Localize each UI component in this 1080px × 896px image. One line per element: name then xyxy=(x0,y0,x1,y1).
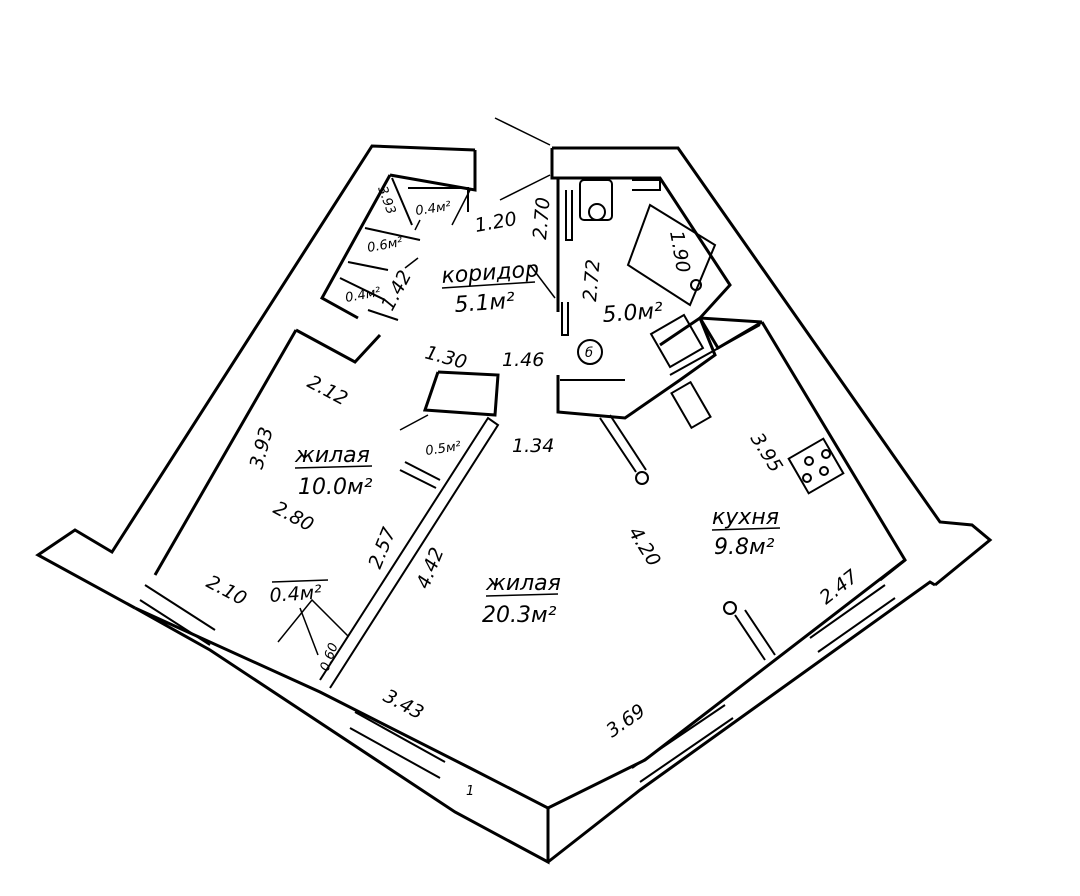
dim-3-95: 3.95 xyxy=(746,429,787,477)
dim-1-90: 1.90 xyxy=(665,229,694,274)
living-small-name: жилая xyxy=(294,443,370,468)
windows xyxy=(139,584,896,783)
bathroom-fixtures xyxy=(561,179,717,369)
entrance-door xyxy=(494,117,551,201)
dim-4-20: 4.20 xyxy=(624,523,665,571)
kitchen-name: кухня xyxy=(712,505,779,530)
dim-1-30: 1.30 xyxy=(423,342,470,374)
dim-2-47: 2.47 xyxy=(816,566,863,609)
dim-2-70: 2.70 xyxy=(529,196,555,240)
dim-0-60: 0.60 xyxy=(318,641,342,673)
leader-lines xyxy=(451,189,556,299)
dim-2-80: 2.80 xyxy=(270,497,318,536)
dim-3-93: 3.93 xyxy=(246,425,278,472)
corridor-area: 5.1м² xyxy=(454,289,516,318)
closet-partitions xyxy=(339,177,469,321)
dim-1-34: 1.34 xyxy=(512,435,554,457)
outer-walls xyxy=(35,144,993,865)
dim-3-43: 3.43 xyxy=(380,685,428,724)
living-large-name: жилая xyxy=(485,571,561,596)
closet-label-1: 0.4м² xyxy=(414,199,451,219)
bathroom-area: 5.0м² xyxy=(602,299,664,328)
section-marker: 1 xyxy=(466,784,474,799)
living-fixtures xyxy=(277,414,441,656)
closet-label-3: 0.4м² xyxy=(344,285,382,306)
interior-walls xyxy=(153,178,763,689)
kitchen-area: 9.8м² xyxy=(714,535,775,560)
dim-3-93-small: 3.93 xyxy=(374,184,398,216)
dim-3-69: 3.69 xyxy=(602,700,649,742)
boiler-symbol: б xyxy=(585,346,593,361)
dim-1-46: 1.46 xyxy=(502,349,544,371)
kitchen-fixtures xyxy=(599,380,845,661)
closet-labels: 0.4м² 0.6м² 0.4м² 0.5м² 0.4м² xyxy=(269,199,462,607)
symbols: б 1 xyxy=(466,346,593,799)
dim-1-42: 1.42 xyxy=(377,267,416,315)
dim-2-72: 2.72 xyxy=(579,258,605,302)
closet-label-2: 0.6м² xyxy=(366,235,404,256)
dim-2-12: 2.12 xyxy=(304,371,352,410)
living-small-area: 10.0м² xyxy=(298,475,373,500)
dim-1-20: 1.20 xyxy=(473,208,518,237)
living-large-area: 20.3м² xyxy=(482,603,557,628)
dim-2-10: 2.10 xyxy=(203,571,251,610)
closet-label-5: 0.4м² xyxy=(269,581,323,607)
closet-label-4: 0.5м² xyxy=(424,439,461,459)
